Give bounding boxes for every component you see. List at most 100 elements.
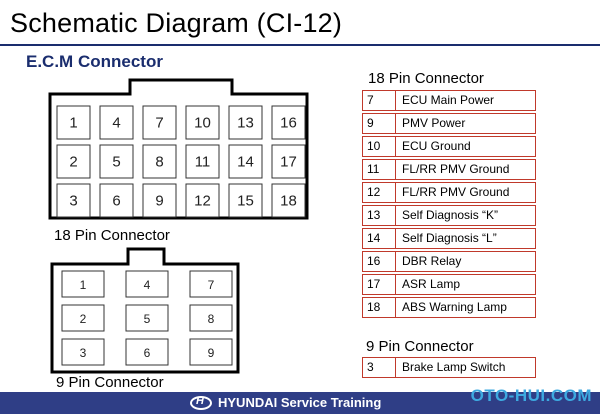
section-subtitle: E.C.M Connector — [26, 52, 163, 71]
connector-18-pin-label: 5 — [112, 154, 120, 171]
connector-18-pin-label: 11 — [195, 154, 211, 171]
connector-18-pin-label: 3 — [69, 193, 77, 210]
hyundai-logo-icon — [190, 395, 212, 410]
footer-brand: HYUNDAI Service Training — [190, 395, 381, 410]
connector-18-pin-label: 8 — [155, 154, 163, 171]
table-row: 18 ABS Warning Lamp — [362, 297, 536, 318]
connector-9-pins: 1 4 7 2 5 8 3 6 9 — [61, 270, 233, 366]
connector-18-pin-15 — [228, 183, 263, 218]
connector-18-pin-7 — [142, 105, 177, 140]
pin-function-cell: FL/RR PMV Ground — [402, 162, 510, 176]
title-divider — [0, 44, 600, 46]
connector-18-pin-label: 16 — [280, 115, 297, 132]
pin-number-cell: 11 — [363, 160, 396, 179]
pin-function-cell: ABS Warning Lamp — [402, 300, 507, 314]
table-row: 7 ECU Main Power — [362, 90, 536, 111]
pin-function-cell: PMV Power — [402, 116, 466, 130]
connector-9-pin-label: 2 — [80, 312, 87, 326]
table-9-title: 9 Pin Connector — [366, 338, 474, 355]
connector-18-pin-label: 12 — [194, 193, 211, 210]
connector-18-pin-label: 6 — [112, 193, 120, 210]
connector-9-pin-label: 6 — [144, 346, 151, 360]
connector-18-pin-label: 4 — [112, 115, 120, 132]
pin-number-cell: 13 — [363, 206, 396, 225]
connector-18-pin-6 — [99, 183, 134, 218]
table-row: 9 PMV Power — [362, 113, 536, 134]
connector-18-pin-label: 14 — [237, 154, 254, 171]
connector-9-caption: 9 Pin Connector — [56, 374, 164, 391]
pin-number-cell: 10 — [363, 137, 396, 156]
connector-18-pin-12 — [185, 183, 220, 218]
table-row: 12 FL/RR PMV Ground — [362, 182, 536, 203]
connector-18-pin-label: 2 — [69, 154, 77, 171]
connector-9-pin-3 — [61, 338, 105, 366]
connector-18-pin-13 — [228, 105, 263, 140]
pin-function-cell: FL/RR PMV Ground — [402, 185, 510, 199]
table-18-title: 18 Pin Connector — [368, 70, 484, 87]
connector-18-pin-3 — [56, 183, 91, 218]
connector-9-pin-label: 5 — [144, 312, 151, 326]
table-row: 3 Brake Lamp Switch — [362, 357, 536, 378]
pin-number-cell: 17 — [363, 275, 396, 294]
connector-9-pin-4 — [125, 270, 169, 298]
connector-18-pin-label: 15 — [237, 193, 254, 210]
connector-9-pin-label: 1 — [80, 278, 87, 292]
connector-18-pin-label: 13 — [237, 115, 254, 132]
footer-brand-text: HYUNDAI Service Training — [218, 395, 382, 410]
connector-9-pin-label: 9 — [208, 346, 215, 360]
footer-bar: HYUNDAI Service Training — [0, 392, 600, 414]
connector-18-pin-11 — [185, 144, 220, 179]
pin-function-cell: Self Diagnosis “L” — [402, 231, 497, 245]
table-row: 14 Self Diagnosis “L” — [362, 228, 536, 249]
pin-function-cell: Self Diagnosis “K” — [402, 208, 499, 222]
pin-function-cell: ECU Main Power — [402, 93, 495, 107]
connector-9-pin-8 — [189, 304, 233, 332]
connector-18-pin-8 — [142, 144, 177, 179]
connector-18-pin-4 — [99, 105, 134, 140]
connector-18-pin-16 — [271, 105, 306, 140]
watermark: OTO-HUI.COM — [470, 386, 592, 405]
pin-function-cell: Brake Lamp Switch — [402, 360, 506, 374]
pin-function-cell: ASR Lamp — [402, 277, 461, 291]
pin-number-cell: 3 — [363, 358, 396, 377]
connector-18-pin-17 — [271, 144, 306, 179]
connector-9-pin-label: 4 — [144, 278, 151, 292]
pin-number-cell: 14 — [363, 229, 396, 248]
table-row: 10 ECU Ground — [362, 136, 536, 157]
pin-number-cell: 9 — [363, 114, 396, 133]
table-row: 17 ASR Lamp — [362, 274, 536, 295]
connector-9-pin-label: 3 — [80, 346, 87, 360]
connector-18-pin-label: 1 — [69, 115, 77, 132]
connector-18-pin-label: 9 — [155, 193, 163, 210]
pin-number-cell: 12 — [363, 183, 396, 202]
connector-9-pin-7 — [189, 270, 233, 298]
pin-number-cell: 18 — [363, 298, 396, 317]
connector-18-pin-10 — [185, 105, 220, 140]
connector-18-pin-2 — [56, 144, 91, 179]
table-row: 13 Self Diagnosis “K” — [362, 205, 536, 226]
table-row: 11 FL/RR PMV Ground — [362, 159, 536, 180]
connector-9-pin-1 — [61, 270, 105, 298]
connector-18-caption: 18 Pin Connector — [54, 227, 170, 244]
connector-9-pin-6 — [125, 338, 169, 366]
connector-18-pin-1 — [56, 105, 91, 140]
pin-number-cell: 7 — [363, 91, 396, 110]
pin-number-cell: 16 — [363, 252, 396, 271]
connector-9-pin-label: 7 — [208, 278, 215, 292]
connector-9-pin-5 — [125, 304, 169, 332]
connector-18-pin-14 — [228, 144, 263, 179]
pin-function-cell: ECU Ground — [402, 139, 471, 153]
table-9-pin: 3 Brake Lamp Switch — [362, 357, 536, 380]
connector-18-pin-label: 18 — [280, 193, 297, 210]
connector-18-pin-label: 10 — [194, 115, 211, 132]
connector-9-pin-label: 8 — [208, 312, 215, 326]
connector-18-pin-18 — [271, 183, 306, 218]
connector-18-pin-9 — [142, 183, 177, 218]
connector-18-pin-label: 7 — [155, 115, 163, 132]
page-title: Schematic Diagram (CI-12) — [10, 8, 343, 38]
connector-9-pin-9 — [189, 338, 233, 366]
connector-9-pin-2 — [61, 304, 105, 332]
